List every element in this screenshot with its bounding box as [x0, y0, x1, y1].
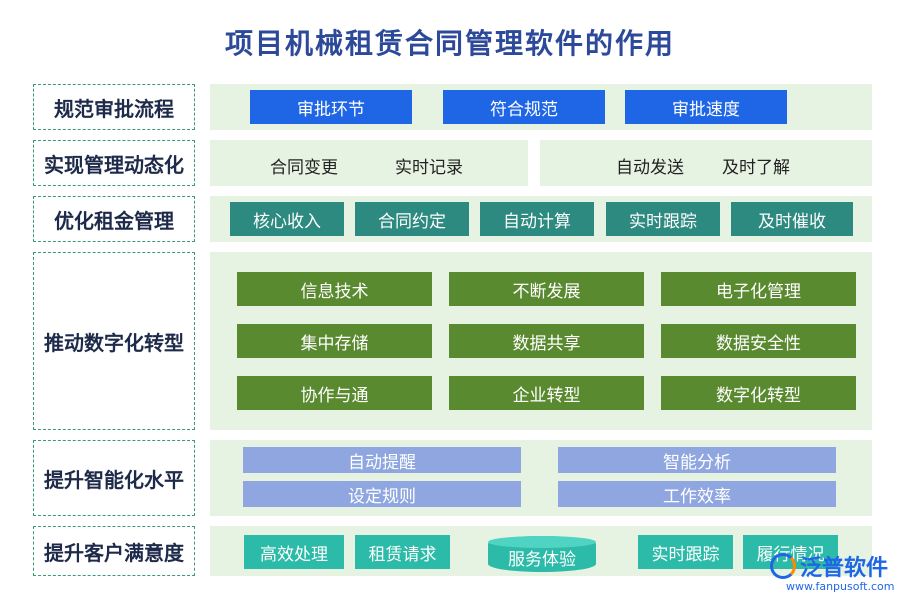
item-contract-change: 合同变更	[270, 158, 338, 178]
item-service-experience: 服务体验	[488, 536, 596, 572]
row-panel-dynamic-left	[210, 140, 528, 186]
item-collaboration: 协作与通	[237, 376, 432, 410]
item-compliance: 符合规范	[443, 90, 605, 124]
item-auto-send: 自动发送	[616, 158, 684, 178]
service-experience-label: 服务体验	[508, 549, 576, 570]
brand-logo-icon	[770, 553, 796, 579]
row-label-smart: 提升智能化水平	[33, 440, 195, 516]
item-realtime-track: 实时跟踪	[606, 202, 720, 236]
item-efficient-process: 高效处理	[244, 535, 344, 569]
row-label-satisfaction: 提升客户满意度	[33, 526, 195, 576]
item-auto-calc: 自动计算	[480, 202, 594, 236]
row-label-rent: 优化租金管理	[33, 196, 195, 242]
item-timely-know: 及时了解	[722, 158, 790, 178]
item-enterprise-transform: 企业转型	[449, 376, 644, 410]
row-label-approval: 规范审批流程	[33, 84, 195, 130]
item-rental-request: 租赁请求	[355, 535, 450, 569]
row-label-dynamic: 实现管理动态化	[33, 140, 195, 186]
item-digital-transform: 数字化转型	[661, 376, 856, 410]
item-data-security: 数据安全性	[661, 324, 856, 358]
row-label-digital: 推动数字化转型	[33, 252, 195, 430]
brand-url: www.fanpusoft.com	[786, 580, 895, 593]
item-central-storage: 集中存储	[237, 324, 432, 358]
item-smart-analysis: 智能分析	[558, 447, 836, 473]
item-continuous-dev: 不断发展	[449, 272, 644, 306]
brand-name: 泛普软件	[800, 556, 889, 581]
item-data-sharing: 数据共享	[449, 324, 644, 358]
item-auto-remind: 自动提醒	[243, 447, 521, 473]
item-timely-collect: 及时催收	[731, 202, 853, 236]
row-panel-dynamic-right	[540, 140, 872, 186]
item-contract-terms: 合同约定	[355, 202, 469, 236]
item-realtime-record: 实时记录	[395, 158, 463, 178]
item-approval-step: 审批环节	[250, 90, 412, 124]
item-work-efficiency: 工作效率	[558, 481, 836, 507]
item-e-management: 电子化管理	[661, 272, 856, 306]
brand-logo: 泛普软件	[770, 550, 888, 582]
item-realtime-track-2: 实时跟踪	[638, 535, 733, 569]
item-set-rules: 设定规则	[243, 481, 521, 507]
page-title: 项目机械租赁合同管理软件的作用	[224, 27, 675, 60]
item-core-income: 核心收入	[230, 202, 344, 236]
item-approval-speed: 审批速度	[625, 90, 787, 124]
item-info-tech: 信息技术	[237, 272, 432, 306]
